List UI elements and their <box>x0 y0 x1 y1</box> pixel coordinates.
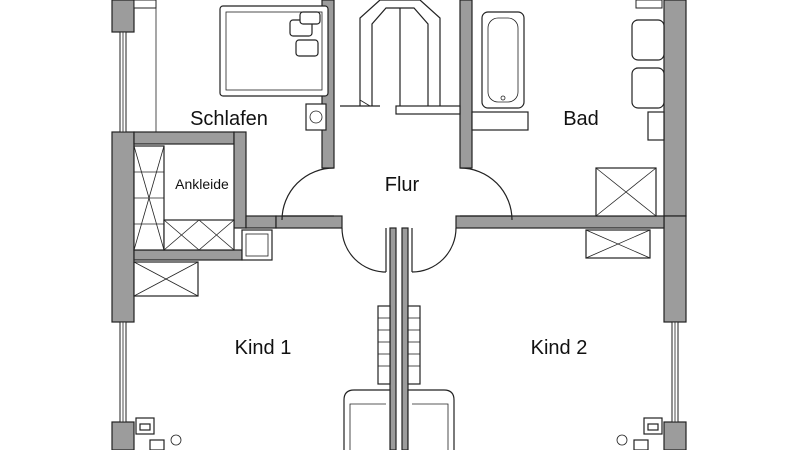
pillow-3 <box>299 11 321 25</box>
wall-right-bottom <box>663 421 687 450</box>
wall-kids-divider-right <box>401 227 409 450</box>
room-label-ankleide: Ankleide <box>175 176 229 192</box>
closet-kind2 <box>407 305 421 385</box>
wall-schlafen-ankleide <box>133 131 235 145</box>
doors <box>281 167 513 273</box>
bath-shelf <box>471 111 529 131</box>
desks <box>135 417 663 450</box>
wall-right-mid <box>663 215 687 323</box>
bathtub <box>481 11 525 109</box>
room-labels: Schlafen Bad Ankleide Flur Kind 1 Kind 2 <box>175 108 599 359</box>
windows <box>119 0 679 423</box>
closet-kind1 <box>377 305 391 385</box>
wall-flur-left-stub <box>245 215 277 229</box>
wall-left-top <box>111 0 135 33</box>
kids-furniture <box>343 305 455 450</box>
wall-left-bottom <box>111 421 135 450</box>
ankleide-shelves <box>133 145 273 297</box>
wall-left-mid <box>111 131 135 323</box>
room-label-kind2: Kind 2 <box>531 337 588 359</box>
wall-flur-bottom-right <box>455 215 665 229</box>
window-top-left <box>133 0 157 9</box>
door-kind2 <box>411 227 457 273</box>
stair <box>340 0 461 115</box>
bathroom-fixtures <box>471 11 665 259</box>
room-label-bad: Bad <box>563 108 599 130</box>
wall-stair-bad <box>459 0 473 169</box>
wall-right-top <box>663 0 687 217</box>
nightstand <box>305 103 327 131</box>
bedroom-furniture <box>140 5 329 132</box>
stair-landing-rail <box>395 105 461 115</box>
room-label-kind1: Kind 1 <box>235 337 292 359</box>
door-schlafen <box>281 167 335 221</box>
wall-ankleide-right <box>233 131 247 229</box>
room-label-flur: Flur <box>385 174 420 196</box>
interior-walls <box>133 0 665 450</box>
bed-kind2 <box>407 389 455 450</box>
pillow-2 <box>295 39 319 57</box>
desk-kind2 <box>633 439 649 450</box>
desk-kind1 <box>149 439 165 450</box>
door-bad <box>459 167 513 221</box>
bed-kind1 <box>343 389 391 450</box>
shelf-bottom <box>163 219 235 251</box>
washbasin-1 <box>631 19 665 61</box>
wall-kids-divider-left <box>389 227 397 450</box>
washbasin-2 <box>631 67 665 109</box>
shaft <box>241 229 273 261</box>
window-top-right <box>635 0 663 9</box>
room-label-schlafen: Schlafen <box>190 108 268 130</box>
door-kind1 <box>341 227 387 273</box>
toilet <box>647 111 665 141</box>
wall-flur-bottom-left <box>275 215 343 229</box>
wall-ankleide-bottom <box>133 249 243 261</box>
